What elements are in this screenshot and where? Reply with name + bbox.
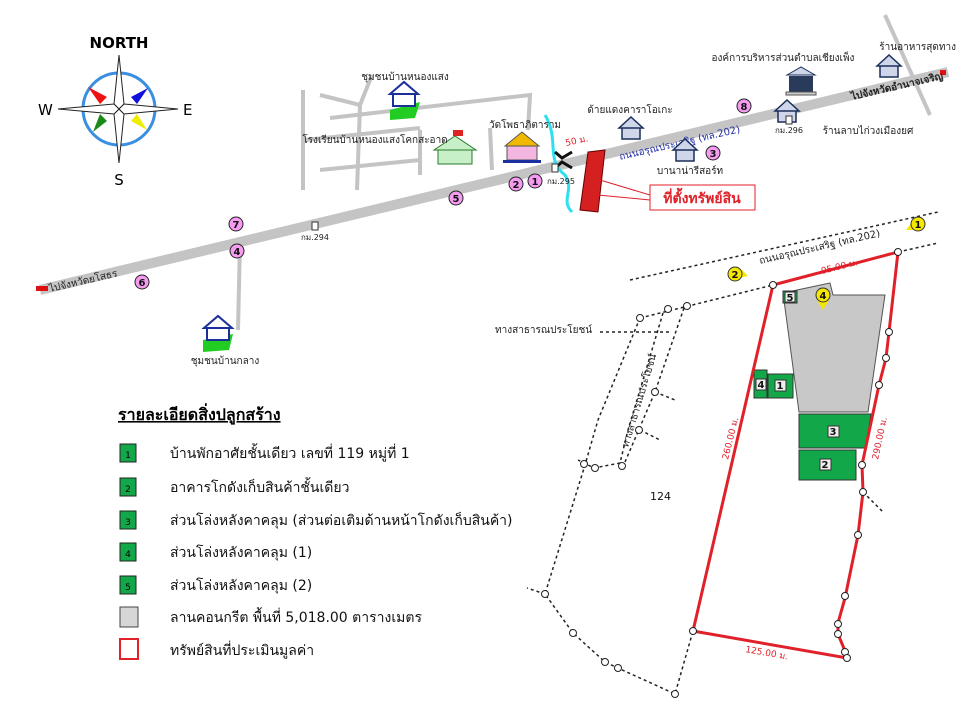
landmark-restaurant-larb: ร้านลาบไก่วงเมืองยศ [823,125,914,137]
boundary-pins [541,248,902,698]
property-site-marker [579,149,606,213]
compass-south: S [114,171,124,189]
compass-west: W [38,101,53,119]
legend: 1 บ้านพักอาศัยชั้นเดียว เลขที่ 119 หมู่ที… [119,443,513,660]
temple-icon [503,131,541,163]
legend-item-2: 2 อาคารโกดังเก็บสินค้าชั้นเดียว [119,477,349,497]
legend-item-3: 3 ส่วนโล่งหลังคาคลุม (ส่วนต่อเติมด้านหน้า… [119,510,513,530]
site-callout-box [649,184,756,211]
svg-text:ส่วนโล่งหลังคาคลุม (1): ส่วนโล่งหลังคาคลุม (1) [170,544,312,561]
svg-text:ส่วนโล่งหลังคาคลุม (2): ส่วนโล่งหลังคาคลุม (2) [170,577,312,594]
village-icon [201,314,235,352]
arrow-west-icon [36,286,48,291]
svg-text:5: 5 [125,583,131,593]
view-point-1: 1 [915,220,922,231]
building-labels: 5 4 1 3 2 [755,291,840,471]
dim-north: 95.00 ม. [820,258,859,277]
compass-rose-icon [57,54,179,164]
svg-text:อาคารโกดังเก็บสินค้าชั้นเดียว: อาคารโกดังเก็บสินค้าชั้นเดียว [170,477,349,496]
view-points: 1 2 4 [727,216,926,310]
public-way-vertical-label: ทางสาธารณประโยชน์ [618,352,659,449]
distance-label: 50 ม. [565,134,590,149]
landmark-village-klang: ชุมชนบ้านกลาง [191,355,260,367]
school-icon [432,130,478,165]
photo-point-2: 2 [513,180,520,191]
photo-point-1: 1 [532,177,539,188]
view-point-2: 2 [732,270,739,281]
photo-point-3: 3 [710,149,717,160]
building-5-label: 5 [787,293,794,304]
legend-item-1: 1 บ้านพักอาศัยชั้นเดียว เลขที่ 119 หมู่ที… [119,443,410,463]
landmark-restaurant-sudtang: ร้านอาหารสุดทาง [879,41,956,53]
landmark-temple: วัดโพธาภิตาราม [489,118,561,131]
landmark-resort: บานาน่ารีสอร์ท [657,165,723,177]
legend-item-5: 5 ส่วนโล่งหลังคาคลุม (2) [119,575,312,595]
photo-point-8: 8 [741,102,748,113]
dim-east: 290.00 ม. [871,416,890,460]
photo-points: 1 2 3 4 5 6 7 8 [134,98,752,290]
house-icons [617,53,903,162]
site-label: ที่ตั้งทรัพย์สิน [663,187,741,207]
building-4-label: 4 [758,380,765,391]
legend-item-4: 4 ส่วนโล่งหลังคาคลุม (1) [119,542,312,562]
svg-text:บ้านพักอาศัยชั้นเดียว เลขที่ 1: บ้านพักอาศัยชั้นเดียว เลขที่ 119 หมู่ที่… [170,443,410,462]
view-point-4: 4 [820,291,827,302]
photo-point-5: 5 [453,194,460,205]
river [543,114,574,214]
building-1 [767,373,794,399]
svg-text:1: 1 [125,451,131,461]
building-1-label: 1 [777,381,784,392]
km-295: กม.295 [547,177,575,186]
km-294: กม.294 [301,233,329,242]
svg-text:ส่วนโล่งหลังคาคลุม (ส่วนต่อเติ: ส่วนโล่งหลังคาคลุม (ส่วนต่อเติมด้านหน้าโ… [170,511,513,529]
arrow-east-icon [940,70,946,75]
km-marker-icon [311,115,793,231]
public-way-label: ทางสาธารณประโยชน์ [495,323,592,336]
photo-point-7: 7 [233,220,240,231]
svg-text:3: 3 [125,518,131,528]
compass-north: NORTH [90,34,149,52]
photo-point-4: 4 [234,247,241,258]
svg-text:2: 2 [125,485,131,495]
legend-item-boundary: ทรัพย์สินที่ประเมินมูลค่า [119,638,314,660]
village-icon [387,80,421,120]
svg-text:ลานคอนกรีต พื้นที่ 5,018.00 ตา: ลานคอนกรีต พื้นที่ 5,018.00 ตารางเมตร [170,607,422,626]
svg-text:4: 4 [125,550,131,560]
landmark-sao: องค์การบริหารส่วนตำบลเชียงเพ็ง [712,50,855,64]
photo-point-6: 6 [139,278,146,289]
legend-title: รายละเอียดสิ่งปลูกสร้าง [118,403,281,426]
svg-text:ทรัพย์สินที่ประเมินมูลค่า: ทรัพย์สินที่ประเมินมูลค่า [170,641,314,659]
compass-east: E [183,101,192,119]
landmark-school: โรงเรียนบ้านหนองแสงโคกสะอาด [302,133,447,146]
building-2-label: 2 [822,460,829,471]
legend-item-concrete: ลานคอนกรีต พื้นที่ 5,018.00 ตารางเมตร [119,606,422,628]
main-road-hwy202 [38,67,950,295]
landmark-village-nong-saeng: ชุมชนบ้านหนองแสง [361,71,449,83]
landmark-karaoke: ด้ายแดงคาราโอเกะ [587,103,672,116]
concrete-yard [782,282,886,413]
km-296: กม.296 [775,126,803,135]
government-building-icon [785,66,817,96]
parcel-number: 124 [650,490,671,503]
building-3-label: 3 [830,427,837,438]
